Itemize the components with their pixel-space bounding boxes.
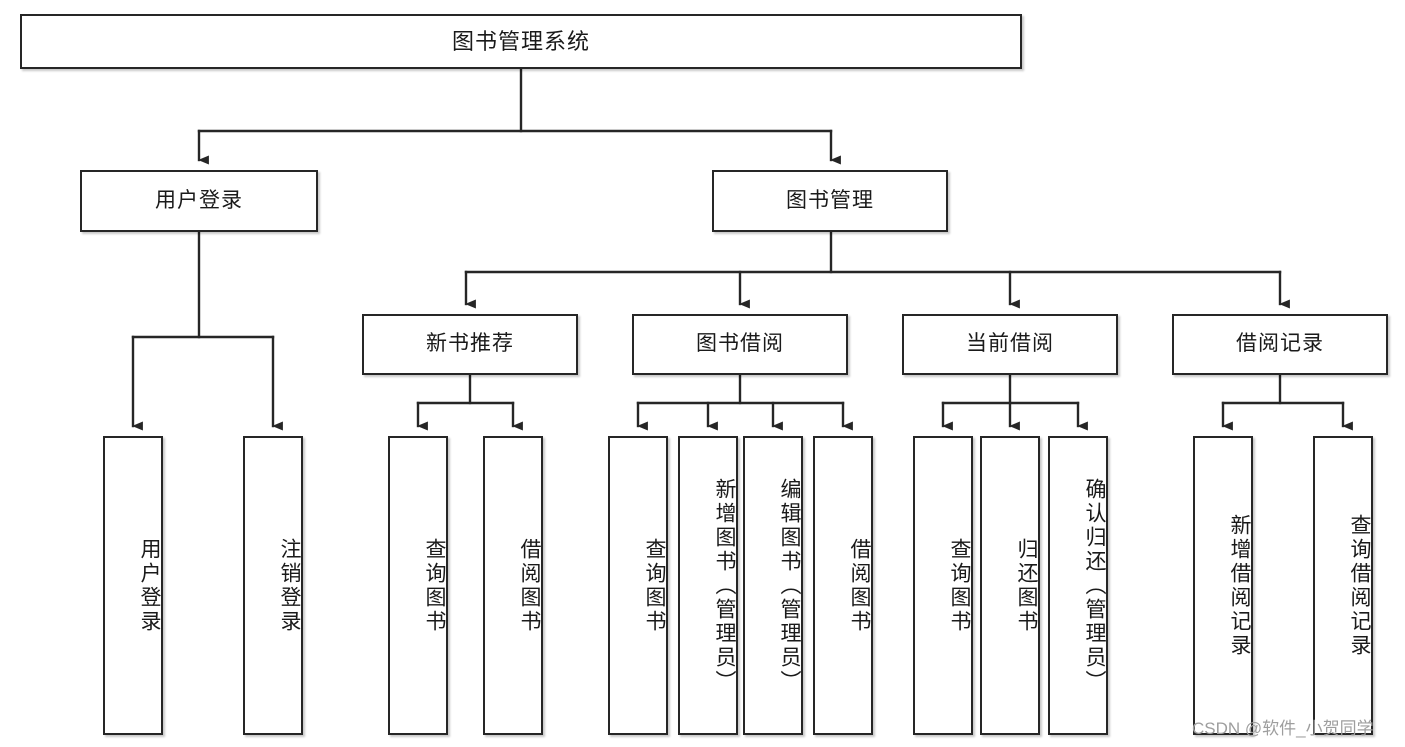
node-book-management[interactable]: 图书管理 [712,170,948,232]
node-label: 新增图书（管理员） [713,477,736,694]
node-label: 查询借阅记录 [1348,513,1371,658]
node-user-login[interactable]: 用户登录 [80,170,318,232]
node-current-borrow[interactable]: 当前借阅 [902,314,1118,375]
node-label: 注销登录 [278,537,301,634]
node-label: 借阅图书 [848,537,871,634]
leaf-add-borrow-record[interactable]: 新增借阅记录 [1193,436,1253,735]
node-new-book-recommend[interactable]: 新书推荐 [362,314,578,375]
node-label: 确认归还（管理员） [1083,477,1106,694]
node-label: 查询图书 [423,537,446,634]
node-label: 图书管理 [786,188,874,212]
node-label: 当前借阅 [966,332,1054,356]
leaf-query-borrow-record[interactable]: 查询借阅记录 [1313,436,1373,735]
node-label: 查询图书 [948,537,971,634]
leaf-add-book-admin[interactable]: 新增图书（管理员） [678,436,738,735]
leaf-query-book-recommend[interactable]: 查询图书 [388,436,448,735]
node-label: 用户登录 [138,537,161,634]
node-label: 新增借阅记录 [1228,513,1251,658]
watermark-csdn: CSDN @软件_小贺同学 [1192,719,1374,738]
node-label: 编辑图书（管理员） [778,477,801,694]
leaf-user-login[interactable]: 用户登录 [103,436,163,735]
leaf-return-book[interactable]: 归还图书 [980,436,1040,735]
node-label: 用户登录 [155,188,243,212]
node-label: 图书管理系统 [451,28,590,54]
leaf-query-book-borrow[interactable]: 查询图书 [608,436,668,735]
node-label: 借阅图书 [518,537,541,634]
node-borrow-record[interactable]: 借阅记录 [1172,314,1388,375]
node-label: 新书推荐 [426,332,514,356]
leaf-borrow-book[interactable]: 借阅图书 [813,436,873,735]
leaf-logout[interactable]: 注销登录 [243,436,303,735]
node-label: 图书借阅 [696,332,784,356]
leaf-edit-book-admin[interactable]: 编辑图书（管理员） [743,436,803,735]
node-label: 借阅记录 [1236,332,1324,356]
leaf-confirm-return-admin[interactable]: 确认归还（管理员） [1048,436,1108,735]
node-root-book-management-system[interactable]: 图书管理系统 [20,14,1022,69]
leaf-borrow-book-recommend[interactable]: 借阅图书 [483,436,543,735]
leaf-query-book-current[interactable]: 查询图书 [913,436,973,735]
node-label: 归还图书 [1015,537,1038,634]
node-label: 查询图书 [643,537,666,634]
node-book-borrow[interactable]: 图书借阅 [632,314,848,375]
